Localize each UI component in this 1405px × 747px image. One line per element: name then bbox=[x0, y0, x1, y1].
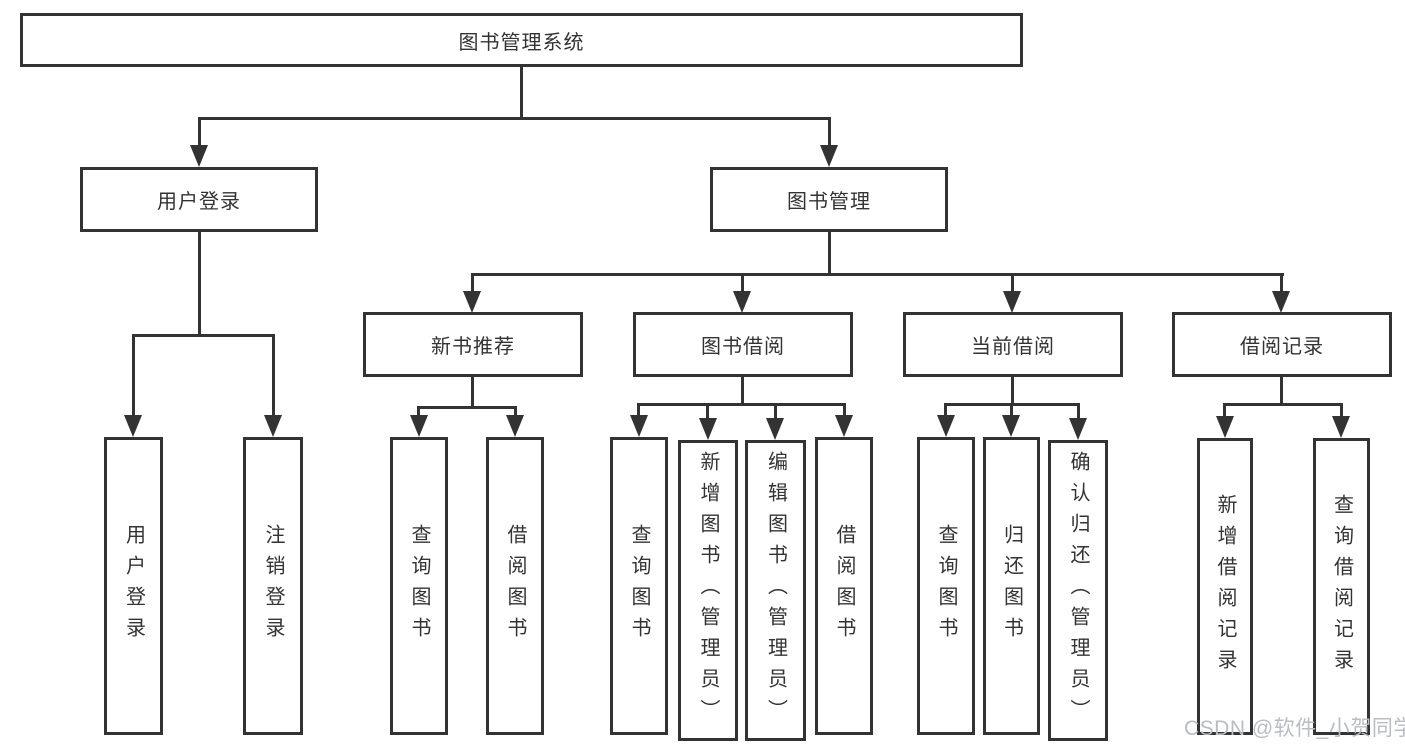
connector-line bbox=[741, 377, 744, 406]
connector-line bbox=[198, 232, 201, 336]
connector-line bbox=[1077, 403, 1080, 420]
arrow-down-icon bbox=[699, 418, 717, 440]
connector-line bbox=[471, 377, 474, 409]
node-book-borrow: 图书借阅 bbox=[633, 312, 853, 377]
connector-line bbox=[1011, 377, 1014, 406]
connector-line bbox=[637, 403, 640, 417]
leaf-label: 编辑图书（管理员） bbox=[764, 451, 787, 730]
leaf-label: 归还图书 bbox=[1000, 524, 1023, 648]
arrow-down-icon bbox=[937, 415, 955, 437]
connector-line bbox=[198, 117, 831, 120]
node-new-book-recommend: 新书推荐 bbox=[363, 312, 583, 377]
arrow-down-icon bbox=[1332, 416, 1350, 438]
leaf-label: 查询图书 bbox=[628, 524, 650, 648]
leaf-label: 查询借阅记录 bbox=[1330, 493, 1353, 680]
arrow-down-icon bbox=[1216, 416, 1234, 438]
leaf-add-book-admin: 新增图书（管理员） bbox=[678, 440, 738, 741]
connector-line bbox=[1223, 403, 1343, 406]
arrow-down-icon bbox=[124, 415, 142, 437]
node-book-management: 图书管理 bbox=[710, 167, 948, 232]
node-user-login: 用户登录 bbox=[80, 167, 318, 232]
watermark: CSDN @软件_小贺同学 bbox=[1184, 717, 1405, 740]
connector-line bbox=[132, 334, 135, 417]
node-label: 用户登录 bbox=[157, 191, 241, 213]
connector-line bbox=[132, 334, 275, 337]
node-label: 当前借阅 bbox=[971, 336, 1055, 358]
connector-line bbox=[741, 273, 744, 293]
arrow-down-icon bbox=[1069, 418, 1087, 440]
connector-line bbox=[637, 403, 846, 406]
connector-line bbox=[828, 232, 831, 276]
node-borrow-records: 借阅记录 bbox=[1172, 312, 1392, 377]
leaf-label: 新增借阅记录 bbox=[1214, 493, 1236, 680]
leaf-label: 借阅图书 bbox=[504, 524, 526, 648]
connector-line bbox=[774, 403, 777, 420]
leaf-label: 查询图书 bbox=[408, 524, 430, 648]
leaf-label: 注销登录 bbox=[262, 524, 284, 648]
leaf-return-book: 归还图书 bbox=[983, 437, 1040, 735]
leaf-edit-book-admin: 编辑图书（管理员） bbox=[745, 440, 806, 741]
arrow-down-icon bbox=[1272, 291, 1290, 313]
leaf-user-login: 用户登录 bbox=[104, 437, 163, 735]
arrow-down-icon bbox=[835, 415, 853, 437]
connector-line bbox=[520, 67, 523, 119]
arrow-down-icon bbox=[820, 145, 838, 167]
connector-line bbox=[1010, 403, 1013, 417]
arrow-down-icon bbox=[1003, 291, 1021, 313]
connector-line bbox=[198, 117, 201, 147]
leaf-query-book: 查询图书 bbox=[390, 437, 448, 735]
leaf-borrow-book: 借阅图书 bbox=[486, 437, 544, 735]
connector-line bbox=[471, 273, 1284, 276]
arrow-down-icon bbox=[410, 415, 428, 437]
node-library-system: 图书管理系统 bbox=[20, 13, 1023, 67]
connector-line bbox=[417, 406, 517, 409]
node-current-borrow: 当前借阅 bbox=[903, 312, 1123, 377]
arrow-down-icon bbox=[766, 418, 784, 440]
arrow-down-icon bbox=[630, 415, 648, 437]
node-label: 新书推荐 bbox=[431, 336, 515, 358]
leaf-label: 借阅图书 bbox=[833, 524, 855, 648]
arrow-down-icon bbox=[264, 415, 282, 437]
arrow-down-icon bbox=[463, 291, 481, 313]
leaf-add-borrow-record: 新增借阅记录 bbox=[1197, 438, 1253, 735]
connector-line bbox=[514, 406, 517, 417]
connector-line bbox=[1011, 273, 1014, 293]
connector-line bbox=[828, 117, 831, 147]
connector-line bbox=[1280, 273, 1283, 293]
connector-line bbox=[272, 334, 275, 417]
connector-line bbox=[471, 273, 474, 293]
arrow-down-icon bbox=[733, 291, 751, 313]
leaf-confirm-return-admin: 确认归还（管理员） bbox=[1048, 440, 1108, 741]
connector-line bbox=[843, 403, 846, 417]
leaf-borrow-book: 借阅图书 bbox=[815, 437, 873, 735]
node-label: 借阅记录 bbox=[1240, 336, 1324, 358]
arrow-down-icon bbox=[506, 415, 524, 437]
leaf-query-borrow-record: 查询借阅记录 bbox=[1313, 438, 1370, 735]
connector-line bbox=[706, 403, 709, 420]
connector-line bbox=[944, 403, 947, 417]
leaf-label: 查询图书 bbox=[935, 524, 957, 648]
arrow-down-icon bbox=[190, 145, 208, 167]
leaf-logout: 注销登录 bbox=[243, 437, 303, 735]
leaf-label: 确认归还（管理员） bbox=[1067, 451, 1089, 730]
leaf-query-book: 查询图书 bbox=[917, 437, 975, 735]
connector-line bbox=[1223, 403, 1226, 416]
node-label: 图书管理系统 bbox=[458, 31, 585, 54]
connector-line bbox=[1280, 377, 1283, 406]
leaf-label: 用户登录 bbox=[122, 524, 145, 648]
leaf-label: 新增图书（管理员） bbox=[697, 451, 719, 730]
connector-line bbox=[1340, 403, 1343, 416]
node-label: 图书借阅 bbox=[701, 336, 785, 358]
connector-line bbox=[417, 406, 420, 417]
node-label: 图书管理 bbox=[787, 191, 871, 213]
leaf-query-book: 查询图书 bbox=[610, 437, 668, 735]
arrow-down-icon bbox=[1002, 415, 1020, 437]
